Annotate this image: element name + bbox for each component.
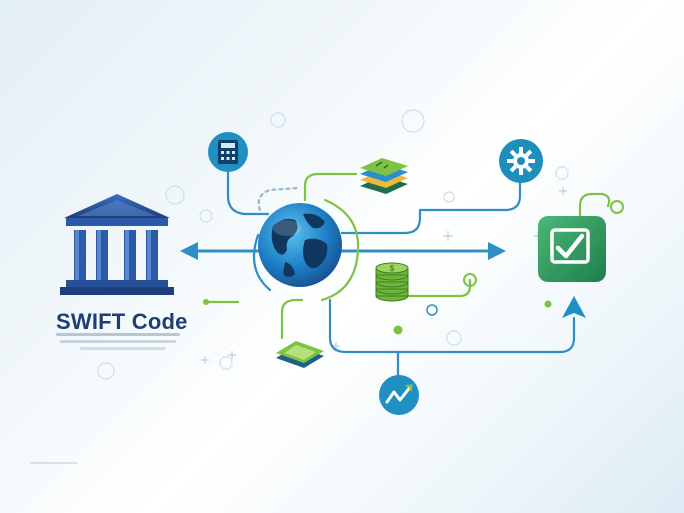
checkmark-icon xyxy=(538,216,606,282)
bank-icon xyxy=(60,194,174,295)
fine-print-line xyxy=(60,340,176,343)
fine-print-line xyxy=(80,347,166,350)
page-title: SWIFT Code xyxy=(56,309,188,334)
calculator-icon xyxy=(208,132,248,172)
fine-print-line xyxy=(56,333,180,336)
gear-icon xyxy=(499,139,543,183)
banknote-stack-icon xyxy=(360,158,408,194)
upload-arrow-icon xyxy=(562,296,586,318)
connector-dots xyxy=(203,200,624,335)
fine-print-line xyxy=(30,462,78,464)
cash-bundle-icon xyxy=(276,341,324,368)
decor-circles xyxy=(97,109,569,380)
trend-chart-icon xyxy=(379,375,419,415)
coin-stack-icon: $ xyxy=(375,262,409,302)
globe-icon xyxy=(258,203,342,287)
svg-text:$: $ xyxy=(390,264,395,273)
